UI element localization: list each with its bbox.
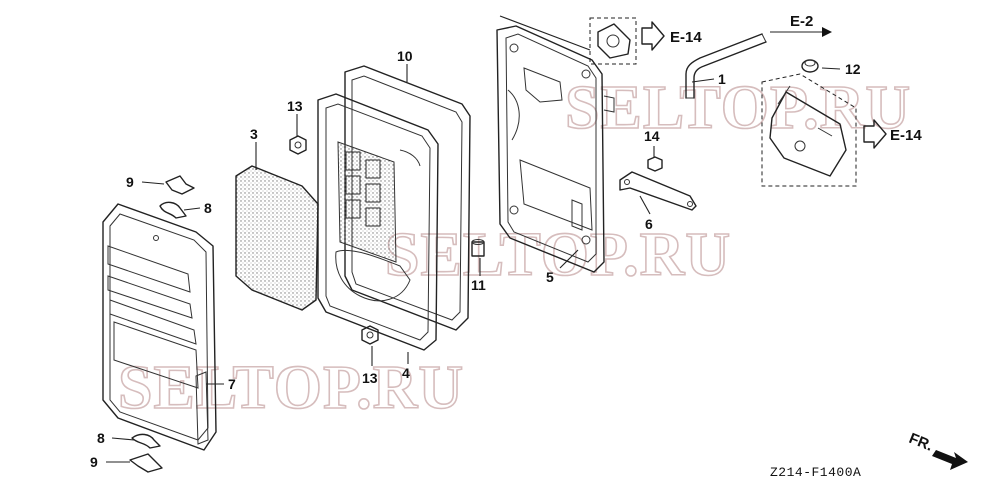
callout-4: 4	[402, 365, 410, 381]
part-11-collar	[471, 239, 485, 257]
watermark-bottom: SELTOP.RU	[118, 354, 464, 422]
part-5-base-plate	[496, 25, 615, 273]
watermark-middle: SELTOP.RU	[385, 221, 731, 289]
callout-9-lower: 9	[90, 454, 98, 470]
callout-8-lower: 8	[97, 430, 105, 446]
part-8-clip-lower	[131, 433, 161, 449]
callout-8-upper: 8	[204, 200, 212, 216]
part-6-stay-bracket	[619, 171, 697, 211]
ref-arrow-e14-right: E-14	[863, 119, 922, 149]
leader-lines	[106, 15, 841, 463]
part-1-breather-tube	[685, 33, 767, 99]
callout-3: 3	[250, 126, 258, 142]
callout-5: 5	[546, 269, 554, 285]
callout-1: 1	[718, 71, 726, 87]
part-3-filter-element	[235, 165, 319, 311]
part-13-nut-upper	[289, 135, 307, 155]
part-10-gasket	[344, 65, 471, 331]
part-9-clip-upper	[165, 175, 195, 195]
ref-arrow-e14-top: E-14	[641, 21, 702, 51]
ref-e14-right: E-14	[890, 127, 922, 144]
ref-e14-top: E-14	[670, 29, 702, 46]
callout-13-lower: 13	[362, 370, 378, 386]
shroud-ref-box	[761, 73, 857, 187]
callout-11: 11	[471, 277, 486, 293]
callout-14: 14	[644, 128, 660, 144]
callout-9-upper: 9	[126, 174, 134, 190]
ref-e2: E-2	[790, 13, 813, 30]
part-13-nut-lower	[361, 325, 379, 345]
gasket-ref-box	[589, 17, 637, 65]
callout-6: 6	[645, 216, 653, 232]
callout-7: 7	[228, 376, 236, 392]
front-arrow-icon	[932, 450, 968, 470]
figure-code: Z214-F1400A	[770, 465, 861, 480]
part-8-clip-upper	[159, 201, 187, 219]
part-12-grommet	[801, 59, 819, 73]
callout-13-upper: 13	[287, 98, 303, 114]
front-direction-marker: FR.	[907, 430, 968, 470]
callout-12: 12	[845, 61, 861, 77]
watermark-top: SELTOP.RU	[565, 74, 911, 142]
callout-10: 10	[397, 48, 413, 64]
part-7-air-cleaner-cover	[102, 203, 217, 451]
front-label: FR.	[907, 430, 936, 455]
part-9-clip-lower	[129, 453, 163, 473]
part-14-nut	[647, 156, 663, 172]
ref-arrow-e2: E-2	[770, 13, 832, 37]
part-4-air-cleaner-case	[317, 93, 439, 351]
